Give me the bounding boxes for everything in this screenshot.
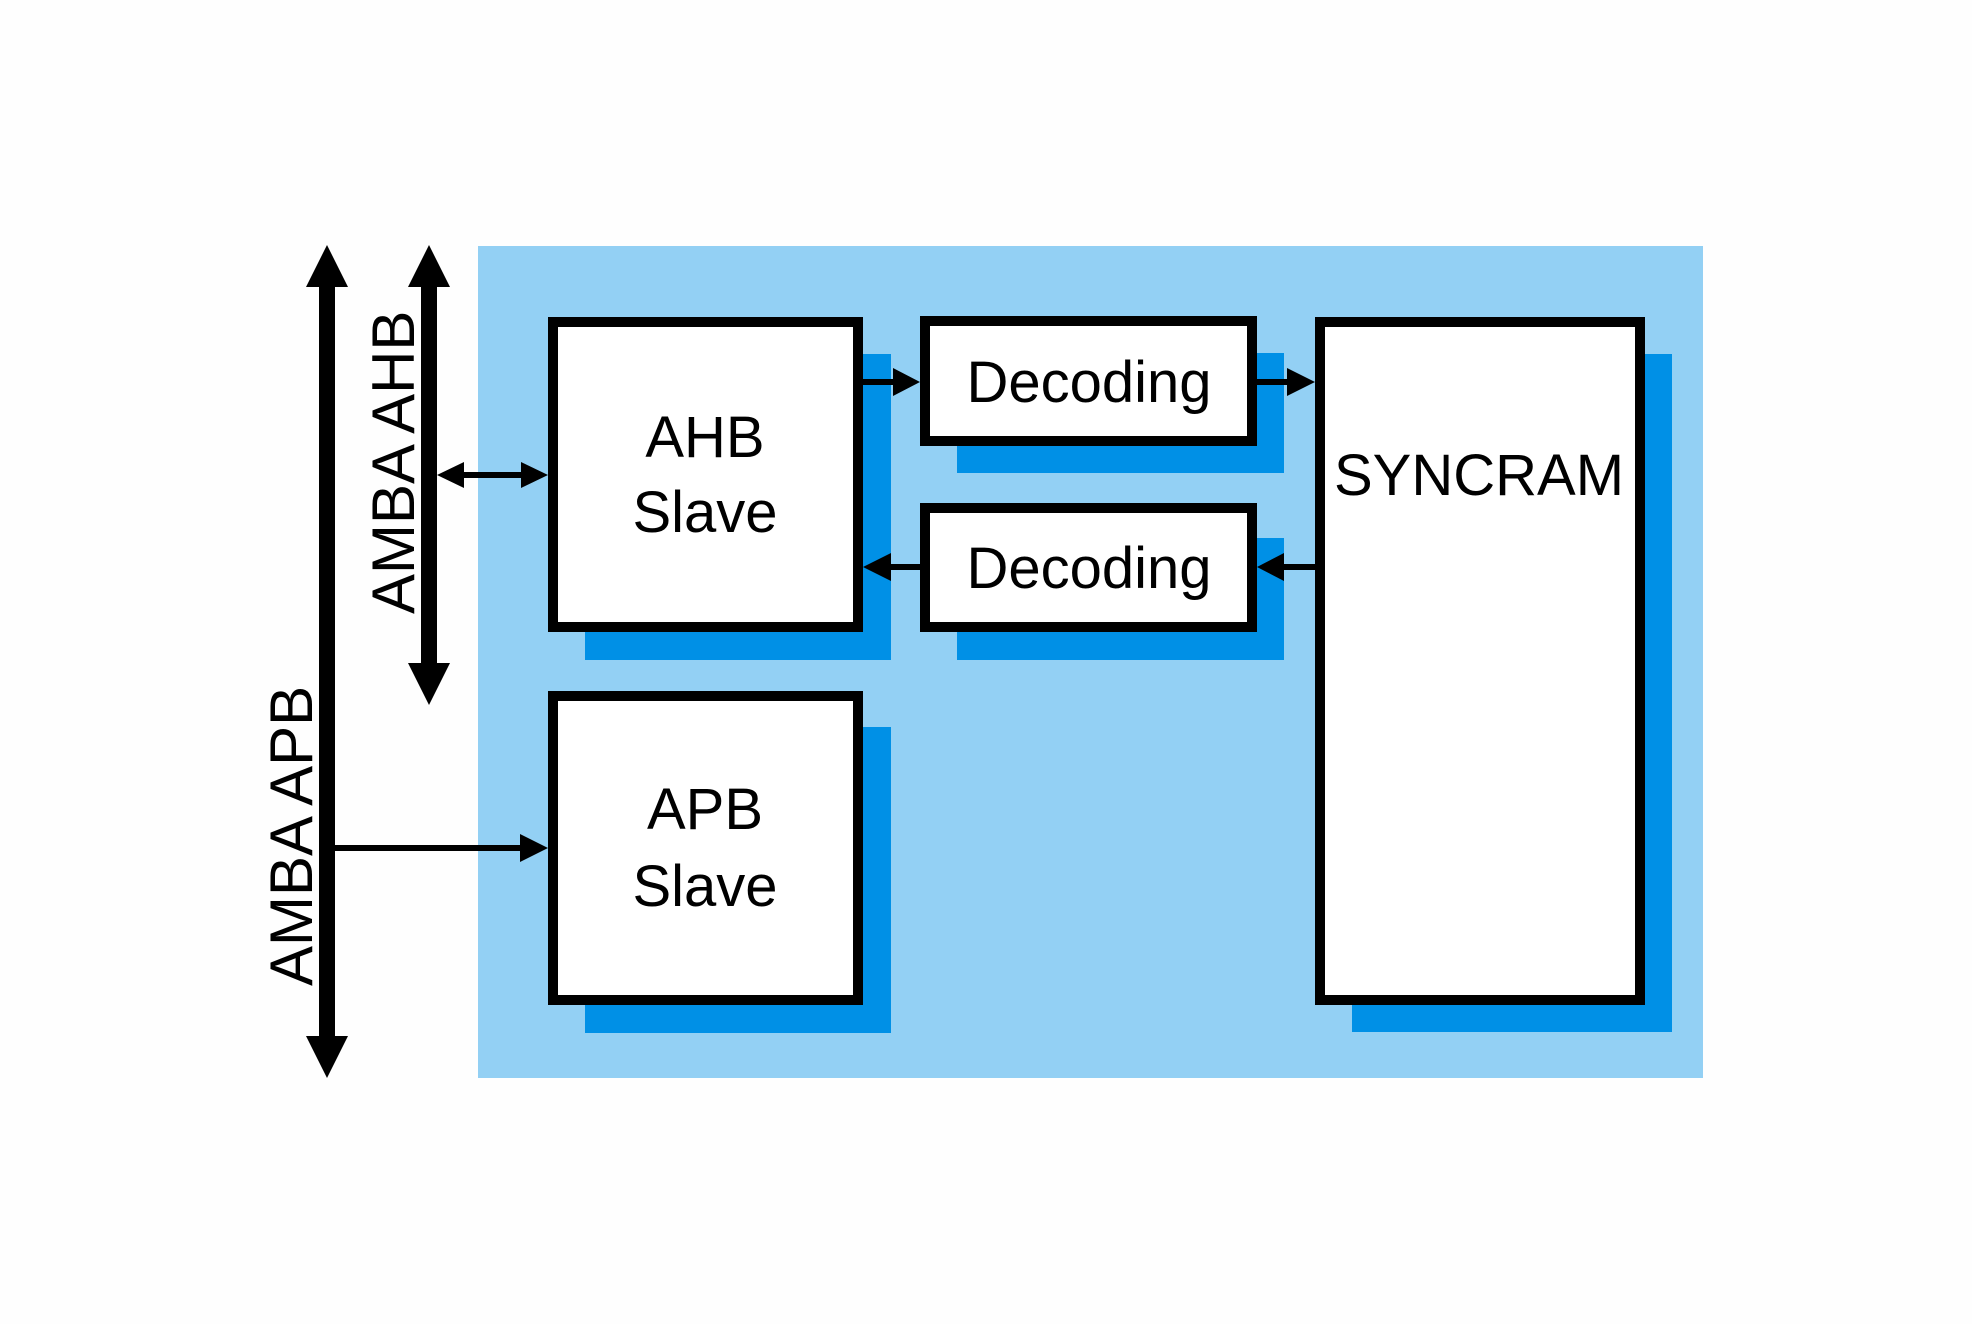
amba-apb-bus: AMBA APB (258, 245, 348, 1078)
arrowhead-left-icon (437, 462, 464, 488)
ahb-slave-block[interactable]: AHB Slave (548, 317, 863, 632)
amba-apb-bus-arrowhead-up (306, 245, 348, 287)
apb-slave-label-line2: Slave (632, 854, 777, 919)
connector-line (888, 564, 920, 570)
ahb-slave-to-decoding-write-connector (863, 368, 920, 396)
decoding-write-label: Decoding (966, 350, 1211, 415)
amba-ahb-bus-shaft (421, 284, 437, 666)
connector-line (335, 845, 525, 851)
decoding-read-block[interactable]: Decoding (920, 503, 1257, 632)
decoding-read-to-ahb-slave-connector (863, 553, 920, 581)
arrowhead-right-icon (520, 834, 548, 862)
ahb-slave-box (548, 317, 863, 632)
amba-ahb-bus-arrowhead-up (408, 245, 450, 287)
arrowhead-right-icon (893, 368, 920, 396)
amba-apb-label: AMBA APB (258, 686, 325, 986)
connector-line (1281, 564, 1315, 570)
decoding-write-block[interactable]: Decoding (920, 316, 1257, 446)
decoding-read-box (920, 503, 1257, 632)
apb-slave-block[interactable]: APB Slave (548, 691, 863, 1005)
amba-apb-bus-arrowhead-down (306, 1036, 348, 1078)
syncram-to-decoding-read-connector (1257, 553, 1315, 581)
amba-ahb-label: AMBA AHB (360, 311, 427, 614)
decoding-read-label: Decoding (966, 536, 1211, 601)
amba-ahb-bus: AMBA AHB (360, 245, 450, 705)
arrowhead-right-icon (521, 462, 548, 488)
amba-apb-bus-shaft (319, 284, 335, 1040)
ahb-bus-to-ahb-slave-connector (437, 462, 548, 488)
apb-bus-to-apb-slave-connector (335, 834, 548, 862)
apb-slave-label-line1: APB (647, 777, 763, 842)
ahb-slave-label-line2: Slave (632, 480, 777, 545)
syncram-block[interactable]: SYNCRAM (1315, 317, 1645, 1005)
arrowhead-left-icon (1257, 553, 1284, 581)
arrowhead-left-icon (863, 553, 891, 581)
connector-line (863, 379, 899, 385)
amba-ahb-bus-arrowhead-down (408, 663, 450, 705)
connector-line (460, 472, 526, 478)
syncram-box (1315, 317, 1645, 1005)
connector-line (1257, 379, 1291, 385)
ahb-slave-label-line1: AHB (645, 405, 764, 470)
syncram-label: SYNCRAM (1334, 443, 1624, 508)
arrowhead-right-icon (1287, 368, 1315, 396)
apb-slave-box (548, 691, 863, 1005)
decoding-write-to-syncram-connector (1257, 368, 1315, 396)
decoding-write-box (920, 316, 1257, 446)
